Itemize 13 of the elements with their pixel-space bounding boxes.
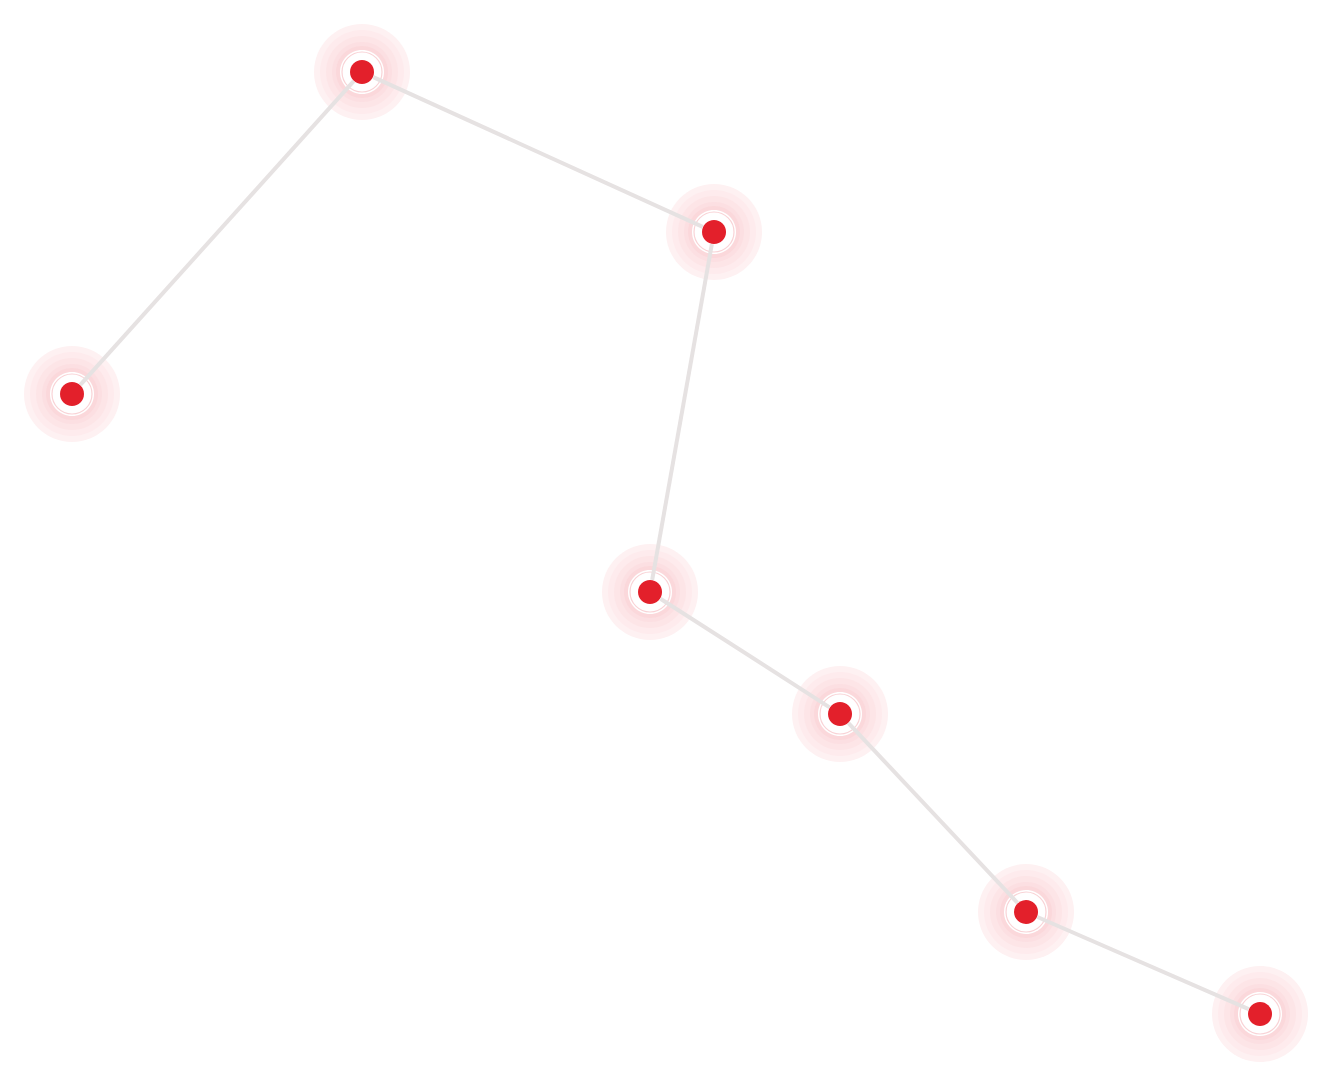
point-marker	[792, 666, 888, 762]
connector-line	[847, 721, 1019, 905]
connector-line	[78, 79, 356, 387]
connector-line	[659, 597, 831, 709]
point-marker	[1212, 966, 1309, 1062]
connector-line	[372, 75, 704, 229]
point-marker	[314, 24, 410, 120]
connector-line	[1036, 915, 1250, 1011]
connector-line	[650, 243, 714, 581]
point-marker	[602, 544, 698, 640]
point-marker	[978, 864, 1074, 960]
point-marker	[666, 184, 762, 280]
point-marker	[24, 346, 120, 442]
